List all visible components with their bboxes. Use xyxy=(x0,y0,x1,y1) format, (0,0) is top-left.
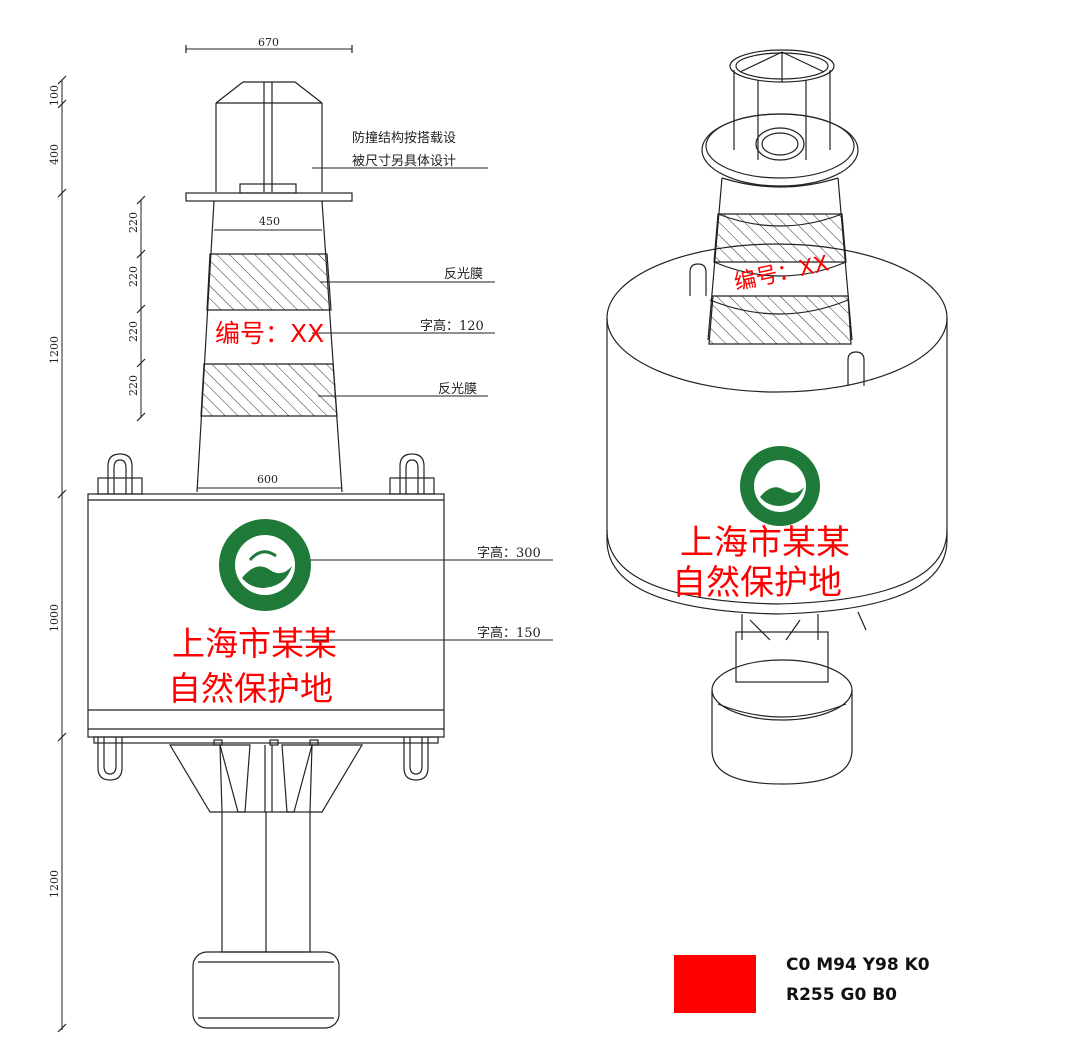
dim-v-0: 100 xyxy=(48,85,61,106)
dim-top-width: 670 xyxy=(258,36,279,49)
note-number-height: 字高：120 xyxy=(420,318,484,334)
rgb-spec: R255 G0 B0 xyxy=(786,985,897,1005)
dim-v-2: 1200 xyxy=(48,336,61,364)
front-name-line1: 上海市某某 xyxy=(172,624,337,663)
dim-band-3: 220 xyxy=(127,375,140,396)
dim-band-2: 220 xyxy=(127,321,140,342)
note-logo-height: 字高：300 xyxy=(477,545,541,561)
nature-reserve-logo-icon xyxy=(219,519,311,611)
dim-body-width: 600 xyxy=(257,473,278,486)
note-name-height: 字高：150 xyxy=(477,625,541,641)
perspective-name-line2: 自然保护地 xyxy=(672,563,842,603)
note-reflective-upper: 反光膜 xyxy=(444,267,483,282)
dim-band-1: 220 xyxy=(127,266,140,287)
perspective-logo-icon xyxy=(740,446,820,526)
perspective-name-line1: 上海市某某 xyxy=(680,523,850,563)
dim-v-1: 400 xyxy=(48,144,61,165)
red-color-swatch xyxy=(674,955,756,1013)
front-name-line2: 自然保护地 xyxy=(168,669,333,708)
note-anti-collision-2: 被尺寸另具体设计 xyxy=(352,154,456,169)
note-reflective-lower: 反光膜 xyxy=(438,382,477,397)
front-number-label: 编号：XX xyxy=(215,319,324,348)
dim-band-0: 220 xyxy=(127,212,140,233)
perspective-view xyxy=(606,49,948,785)
dim-v-3: 1000 xyxy=(48,604,61,632)
front-elevation xyxy=(57,45,553,1033)
dim-v-4: 1200 xyxy=(48,870,61,898)
dim-lamp-width: 450 xyxy=(259,215,280,228)
note-anti-collision-1: 防撞结构按搭载设 xyxy=(352,130,456,146)
cmyk-spec: C0 M94 Y98 K0 xyxy=(786,955,930,975)
